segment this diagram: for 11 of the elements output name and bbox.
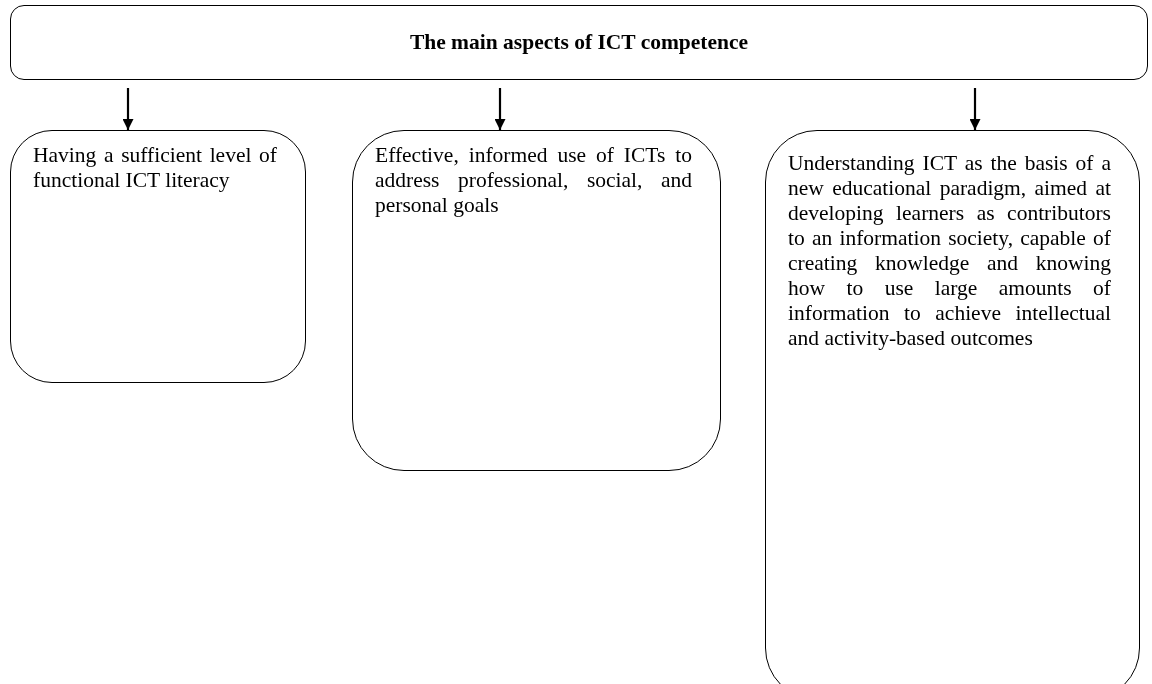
description: Understanding ICT as the basis of a new educational paradigm, aimed at developing learners as contributors to an information society, capable of creating knowledge and knowing how to use large amounts of information to achieve intellectual and activity-based outcomes (788, 151, 1111, 351)
description: Effective, informed use of ICTs to address professional, social, and personal goals (375, 143, 692, 218)
title-box (10, 5, 1148, 80)
description: Having a sufficient level of functional ICT literacy (33, 143, 277, 193)
arrow (969, 88, 981, 130)
heading: The main aspects of ICT competence (408, 30, 750, 55)
aspect-box (765, 130, 1140, 684)
aspect-box (10, 130, 306, 383)
arrow (494, 88, 506, 130)
arrow (122, 88, 134, 130)
aspect-box (352, 130, 721, 471)
